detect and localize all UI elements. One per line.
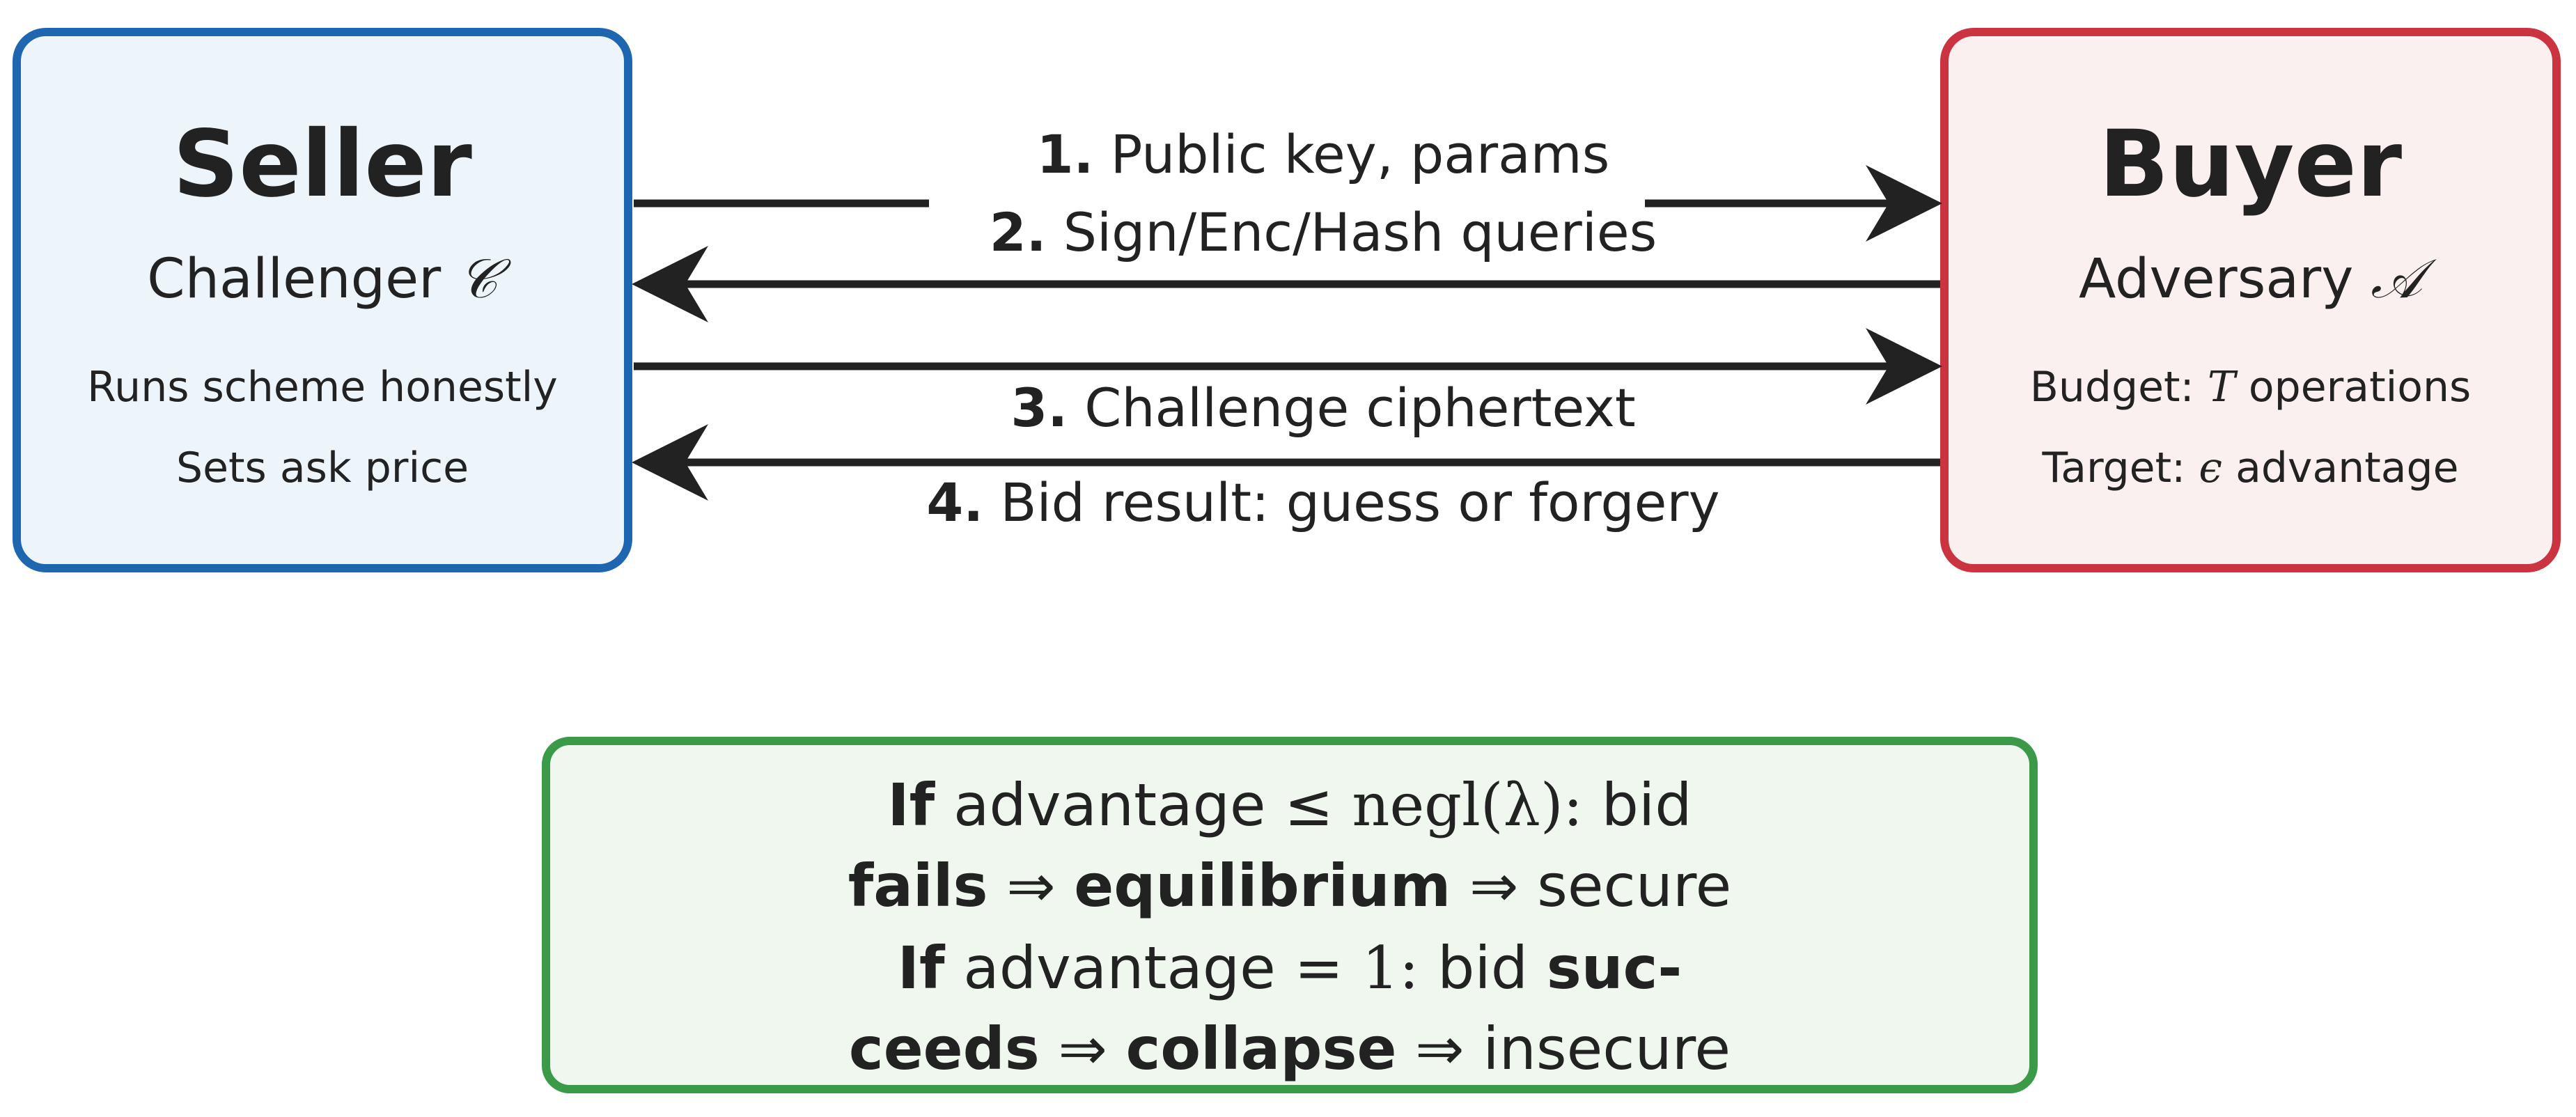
summary-insecure: insecure xyxy=(1483,1015,1731,1083)
buyer-target-suffix: advantage xyxy=(2235,444,2459,492)
seller-line-2: Sets ask price xyxy=(175,444,469,492)
buyer-subtitle-symbol: 𝒜 xyxy=(2371,248,2422,311)
implies-arrow-3: ⇒ xyxy=(1058,1015,1107,1083)
summary-suc: suc- xyxy=(1546,934,1683,1002)
summary-if-2: If xyxy=(897,934,945,1002)
message-2-text: Sign/Enc/Hash queries xyxy=(1063,201,1657,263)
summary-condition-2: advantage = xyxy=(963,934,1343,1002)
message-4-number: 4. xyxy=(926,471,984,533)
seller-subtitle-text: Challenger xyxy=(147,248,442,311)
seller-box: Seller Challenger 𝒞 Runs scheme honestly… xyxy=(13,28,632,572)
message-1-text: Public key, params xyxy=(1110,123,1610,185)
message-label-2: 2. Sign/Enc/Hash queries xyxy=(752,206,1894,259)
buyer-budget-suffix: operations xyxy=(2248,363,2472,412)
summary-collapse: collapse xyxy=(1125,1015,1397,1083)
implies-arrow-2: ⇒ xyxy=(1469,852,1519,920)
summary-fails: fails xyxy=(848,852,988,920)
message-1-number: 1. xyxy=(1036,123,1094,185)
summary-line-3: If advantage = 1: bid suc- xyxy=(550,939,2029,997)
buyer-subtitle-text: Adversary xyxy=(2079,248,2354,311)
summary-condition-1: advantage ≤ xyxy=(953,771,1334,839)
buyer-line-1: Budget: T operations xyxy=(1949,366,2552,408)
seller-title: Seller xyxy=(173,111,472,218)
summary-bid-1: bid xyxy=(1601,771,1692,839)
summary-secure: secure xyxy=(1537,852,1732,920)
buyer-title: Buyer xyxy=(2098,111,2403,218)
summary-box: If advantage ≤ negl(λ): bid fails ⇒ equi… xyxy=(542,737,2038,1093)
summary-line-2: fails ⇒ equilibrium ⇒ secure xyxy=(550,857,2029,915)
summary-negl: negl(λ): xyxy=(1352,771,1583,839)
summary-bid-2: bid xyxy=(1437,934,1529,1002)
buyer-budget-label: Budget: xyxy=(2029,363,2194,412)
summary-ceeds: ceeds xyxy=(848,1015,1040,1083)
summary-one: 1: xyxy=(1361,934,1419,1002)
seller-subtitle-symbol: 𝒞 xyxy=(458,248,498,311)
message-label-3: 3. Challenge ciphertext xyxy=(752,382,1894,435)
buyer-line-2: Target: ϵ advantage xyxy=(1949,447,2552,489)
buyer-target-symbol: ϵ xyxy=(2199,444,2222,492)
summary-equilibrium: equilibrium xyxy=(1074,852,1451,920)
message-3-number: 3. xyxy=(1010,377,1068,439)
implies-arrow-1: ⇒ xyxy=(1006,852,1056,920)
summary-line-1: If advantage ≤ negl(λ): bid xyxy=(550,776,2029,834)
buyer-box: Buyer Adversary 𝒜 Budget: T operations T… xyxy=(1940,28,2561,572)
summary-if-1: If xyxy=(887,771,935,839)
implies-arrow-4: ⇒ xyxy=(1415,1015,1465,1083)
message-4-text: Bid result: guess or forgery xyxy=(1000,471,1720,533)
message-3-text: Challenge ciphertext xyxy=(1084,377,1636,439)
buyer-budget-symbol: T xyxy=(2207,363,2235,412)
seller-line-1: Runs scheme honestly xyxy=(87,363,558,412)
message-label-4: 4. Bid result: guess or forgery xyxy=(752,476,1894,529)
message-label-1: 1. Public key, params xyxy=(752,128,1894,181)
buyer-subtitle: Adversary 𝒜 xyxy=(1949,252,2552,306)
buyer-target-label: Target: xyxy=(2042,444,2186,492)
seller-subtitle: Challenger 𝒞 xyxy=(21,252,624,306)
message-2-number: 2. xyxy=(989,201,1047,263)
summary-line-4: ceeds ⇒ collapse ⇒ insecure xyxy=(550,1020,2029,1078)
